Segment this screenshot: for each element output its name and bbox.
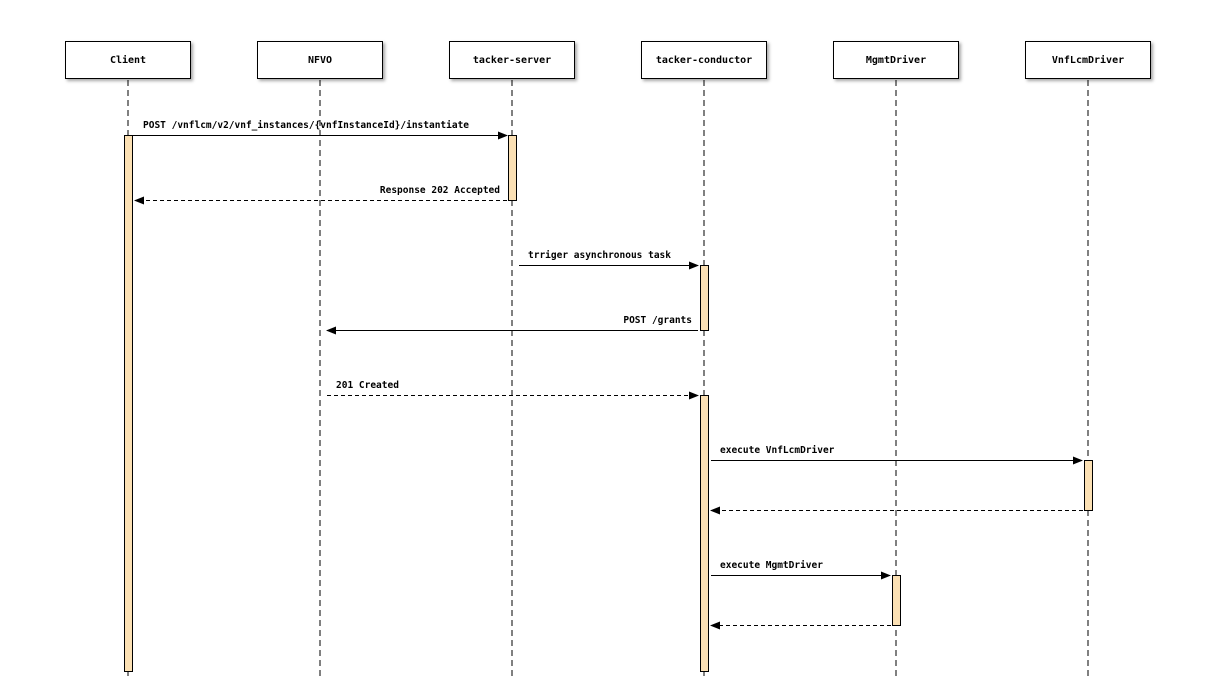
activation-tacker-server <box>508 135 517 201</box>
activation-vnflcmdriver <box>1084 460 1093 511</box>
actor-client: Client <box>65 41 191 79</box>
activation-tacker-conductor-1 <box>700 265 709 331</box>
actor-vnflcmdriver: VnfLcmDriver <box>1025 41 1151 79</box>
message-label-execute-mgmtdriver: execute MgmtDriver <box>720 560 823 571</box>
message-label-201-created: 201 Created <box>336 380 399 391</box>
message-label-202-accepted: Response 202 Accepted <box>379 185 500 196</box>
message-label-post-grants: POST /grants <box>623 315 692 326</box>
activation-mgmtdriver <box>892 575 901 626</box>
message-label-trigger-task: trriger asynchronous task <box>528 250 671 261</box>
actor-tacker-server: tacker-server <box>449 41 575 79</box>
message-label-instantiate: POST /vnflcm/v2/vnf_instances/{vnfInstan… <box>143 120 470 131</box>
activation-tacker-conductor-2 <box>700 395 709 672</box>
actor-mgmtdriver: MgmtDriver <box>833 41 959 79</box>
message-label-execute-vnflcmdriver: execute VnfLcmDriver <box>720 445 835 456</box>
actor-nfvo: NFVO <box>257 41 383 79</box>
actor-tacker-conductor: tacker-conductor <box>641 41 767 79</box>
activation-client <box>124 135 133 672</box>
